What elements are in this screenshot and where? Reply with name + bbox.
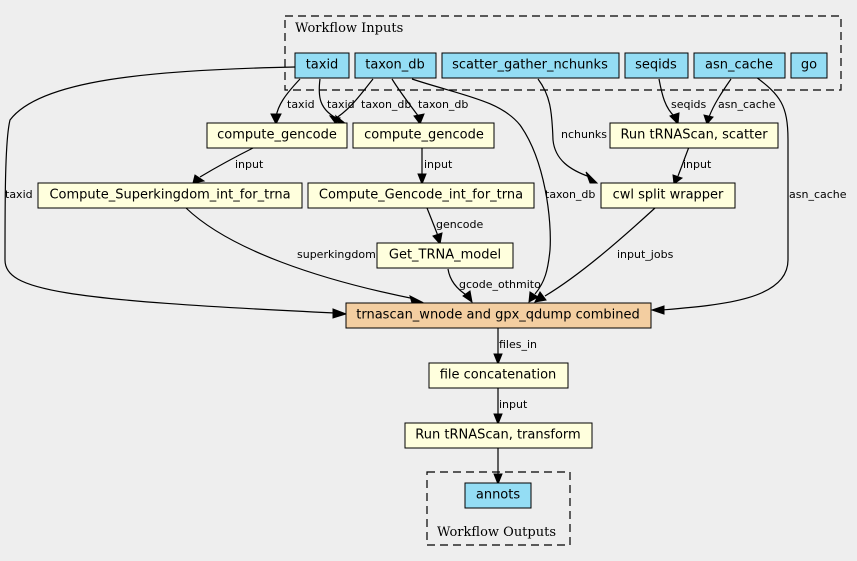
node-label: asn_cache <box>705 58 773 73</box>
node-label: taxon_db <box>365 58 425 73</box>
node-label: scatter_gather_nchunks <box>452 58 608 73</box>
node-compute-gencode-1[interactable]: compute_gencode <box>206 122 348 149</box>
node-file-concatenation[interactable]: file concatenation <box>428 362 569 389</box>
edge-nchunks-cwl-split[interactable]: nchunks <box>537 78 607 184</box>
node-label: trnascan_wnode and gpx_qdump combined <box>356 308 639 323</box>
node-run-trnascan-transform[interactable]: Run tRNAScan, transform <box>404 422 593 449</box>
node-compute-gencode-2[interactable]: compute_gencode <box>352 122 495 149</box>
node-label: Get_TRNA_model <box>389 248 501 263</box>
edge-label: superkingdom <box>297 248 376 261</box>
node-trnascan-combined[interactable]: trnascan_wnode and gpx_qdump combined <box>345 302 652 329</box>
edge-get-trna-combined[interactable]: gcode_othmito <box>447 268 541 304</box>
node-annots[interactable]: annots <box>464 482 532 509</box>
edge-asn-cache-combined[interactable]: asn_cache <box>650 76 847 315</box>
node-asn-cache[interactable]: asn_cache <box>693 52 786 79</box>
cluster-inputs-label: Workflow Inputs <box>295 21 403 36</box>
edge-compute-gencode-gencode-int[interactable]: input <box>417 147 453 186</box>
node-scatter-gather-nchunks[interactable]: scatter_gather_nchunks <box>441 52 620 79</box>
node-label: Compute_Gencode_int_for_trna <box>319 188 523 203</box>
nodes: taxid taxon_db scatter_gather_nchunks se… <box>37 52 828 509</box>
edge-label: files_in <box>499 338 537 351</box>
edge-label: input <box>235 158 264 171</box>
node-compute-superkingdom[interactable]: Compute_Superkingdom_int_for_trna <box>37 182 303 209</box>
node-label: Run tRNAScan, scatter <box>620 128 768 143</box>
edge-run-scatter-cwl-split[interactable]: input <box>672 146 712 185</box>
edge-label: seqids <box>671 98 707 111</box>
edge-label: nchunks <box>561 128 607 141</box>
cluster-outputs-label: Workflow Outputs <box>437 525 556 540</box>
node-run-trnascan-scatter[interactable]: Run tRNAScan, scatter <box>609 122 779 149</box>
node-label: compute_gencode <box>217 128 337 143</box>
node-label: cwl split wrapper <box>613 188 724 203</box>
node-label: annots <box>476 488 520 503</box>
node-label: go <box>801 58 817 73</box>
edge-seqids-run-scatter[interactable]: seqids <box>658 78 707 126</box>
node-compute-gencode-int[interactable]: Compute_Gencode_int_for_trna <box>307 182 535 209</box>
node-label: Run tRNAScan, transform <box>415 428 580 443</box>
edge-label: input_jobs <box>617 248 674 261</box>
edge-compute-gencode-superkingdom[interactable]: input <box>192 146 264 184</box>
edge-label: taxon_db <box>418 98 468 111</box>
edge-superkingdom-combined[interactable]: superkingdom <box>185 207 424 304</box>
edge-label: input <box>683 158 712 171</box>
edge-label: asn_cache <box>789 188 847 201</box>
node-label: compute_gencode <box>364 128 484 143</box>
node-cwl-split-wrapper[interactable]: cwl split wrapper <box>600 182 736 209</box>
edge-cwl-split-combined[interactable]: input_jobs <box>534 207 674 303</box>
edge-gencode-int-get-trna[interactable]: gencode <box>426 207 483 246</box>
edge-taxon-db-compute-gencode-b[interactable]: taxon_db <box>391 78 468 126</box>
edge-label: gcode_othmito <box>459 278 541 291</box>
node-get-trna-model[interactable]: Get_TRNA_model <box>376 242 514 269</box>
node-taxon-db[interactable]: taxon_db <box>354 52 437 79</box>
node-seqids[interactable]: seqids <box>624 52 689 79</box>
edge-file-concat-transform[interactable]: input <box>493 388 528 426</box>
edges: taxid taxid taxon_db taxon_db seqids <box>4 66 847 486</box>
edge-taxid-compute-gencode-1[interactable]: taxid <box>270 78 315 126</box>
edge-label: gencode <box>436 218 483 231</box>
node-taxid[interactable]: taxid <box>294 52 350 79</box>
cluster-workflow-inputs: Workflow Inputs <box>284 15 842 91</box>
node-label: taxid <box>306 58 339 73</box>
edge-label: asn_cache <box>718 98 776 111</box>
edge-label: taxid <box>327 98 355 111</box>
edge-taxid-combined[interactable]: taxid <box>4 66 348 319</box>
edge-taxon-db-combined[interactable]: taxon_db <box>411 78 595 303</box>
edge-taxon-db-compute-gencode-a[interactable]: taxon_db <box>328 78 411 125</box>
node-go[interactable]: go <box>790 52 828 79</box>
edge-label: taxon_db <box>361 98 411 111</box>
edge-label: taxid <box>287 98 315 111</box>
edge-asn-cache-run-scatter[interactable]: asn_cache <box>703 78 776 125</box>
node-label: file concatenation <box>440 368 557 383</box>
node-label: seqids <box>635 58 677 73</box>
edge-combined-file-concat[interactable]: files_in <box>493 328 537 366</box>
edge-label: input <box>499 398 528 411</box>
edge-label: taxon_db <box>545 188 595 201</box>
edge-label: input <box>424 158 453 171</box>
edge-label: taxid <box>5 188 33 201</box>
node-label: Compute_Superkingdom_int_for_trna <box>49 188 290 203</box>
edge-transform-annots[interactable] <box>493 448 503 486</box>
